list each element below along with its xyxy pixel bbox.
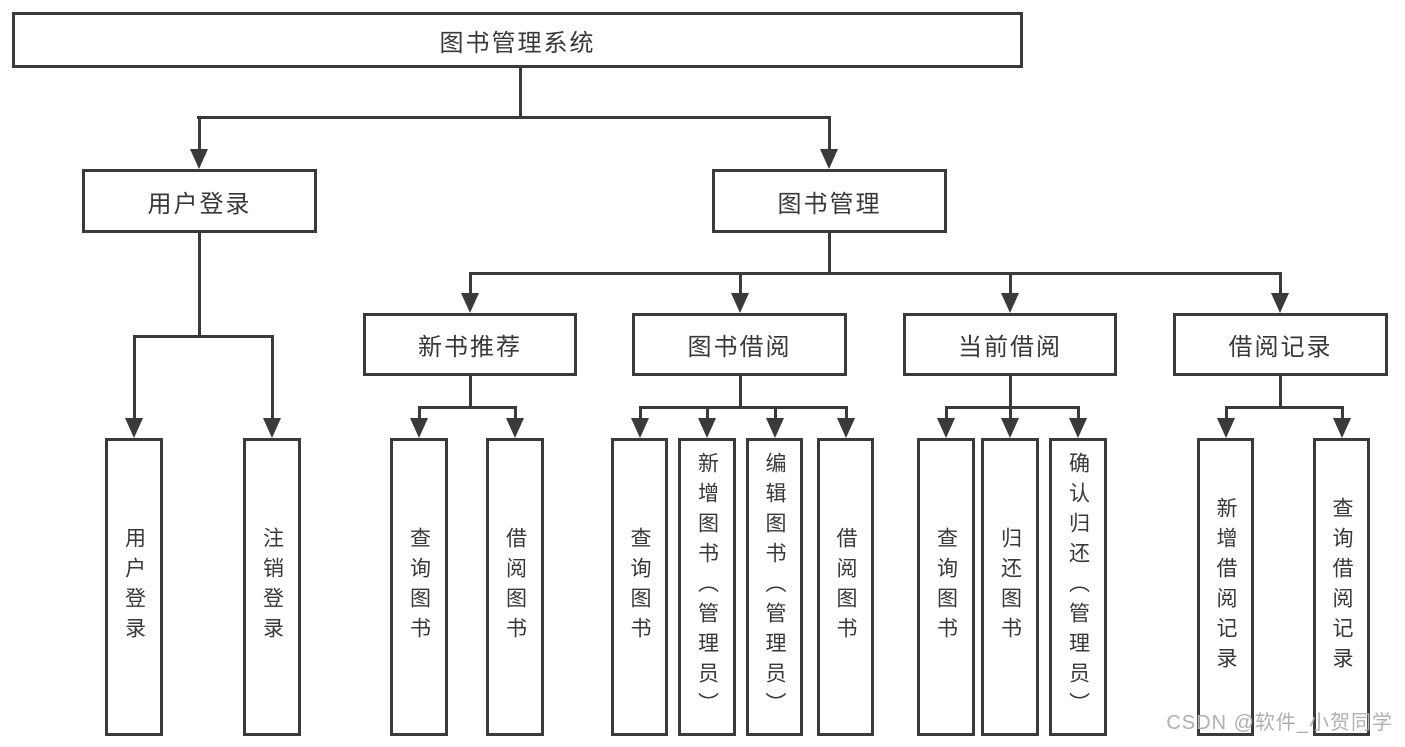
node-book-management: 图书管理 xyxy=(712,169,947,233)
connector-line xyxy=(132,335,136,420)
arrowhead-icon xyxy=(837,418,855,438)
leaf-add-book-admin: 新增图书（管理员） xyxy=(678,438,736,736)
node-user-login-label: 用户登录 xyxy=(147,190,252,218)
node-new-book-recommend-label: 新书推荐 xyxy=(418,334,522,361)
arrowhead-icon xyxy=(766,418,784,438)
leaf-user-login-label: 用户登录 xyxy=(122,527,146,647)
node-borrowing-records: 借阅记录 xyxy=(1173,313,1388,376)
arrowhead-icon xyxy=(731,293,749,313)
leaf-query-borrow-record: 查询借阅记录 xyxy=(1313,438,1370,736)
node-root: 图书管理系统 xyxy=(12,12,1023,68)
connector-line xyxy=(197,116,201,152)
connector-line xyxy=(705,406,709,420)
leaf-logout-label: 注销登录 xyxy=(260,527,284,647)
node-borrowing-records-label: 借阅记录 xyxy=(1228,334,1333,361)
connector-line xyxy=(468,272,1282,275)
connector-line xyxy=(1224,406,1344,409)
arrowhead-icon xyxy=(461,293,479,313)
arrowhead-icon xyxy=(1271,293,1289,313)
connector-line xyxy=(827,233,831,275)
leaf-query-books-recommend-label: 查询图书 xyxy=(407,527,431,647)
connector-line xyxy=(738,376,742,409)
node-new-book-recommend: 新书推荐 xyxy=(363,313,577,376)
arrowhead-icon xyxy=(631,418,649,438)
connector-line xyxy=(468,272,472,296)
node-book-management-label: 图书管理 xyxy=(777,190,882,218)
leaf-edit-book-admin: 编辑图书（管理员） xyxy=(746,438,803,736)
arrowhead-icon xyxy=(410,418,428,438)
connector-line xyxy=(773,406,777,420)
connector-line xyxy=(417,406,421,420)
node-user-login: 用户登录 xyxy=(82,169,317,233)
connector-line xyxy=(1340,406,1344,420)
connector-line xyxy=(1278,376,1282,409)
connector-line xyxy=(417,406,517,409)
leaf-add-book-admin-label: 新增图书（管理员） xyxy=(695,452,719,722)
arrowhead-icon xyxy=(698,418,716,438)
arrowhead-icon xyxy=(1069,418,1087,438)
connector-line xyxy=(738,272,742,296)
connector-line xyxy=(1224,406,1228,420)
arrowhead-icon xyxy=(937,418,955,438)
leaf-add-borrow-record-label: 新增借阅记录 xyxy=(1214,497,1238,677)
node-root-label: 图书管理系统 xyxy=(439,29,596,57)
leaf-confirm-return-admin: 确认归还（管理员） xyxy=(1049,438,1107,736)
leaf-borrow-books-borrowing-label: 借阅图书 xyxy=(834,527,858,647)
connector-line xyxy=(844,406,848,420)
leaf-logout: 注销登录 xyxy=(243,438,301,736)
leaf-borrow-books-recommend-label: 借阅图书 xyxy=(503,527,527,647)
arrowhead-icon xyxy=(125,418,143,438)
leaf-query-books-borrowing: 查询图书 xyxy=(611,438,668,736)
arrowhead-icon xyxy=(1333,418,1351,438)
watermark: CSDN @软件_小贺同学 xyxy=(1166,712,1393,734)
leaf-add-borrow-record: 新增借阅记录 xyxy=(1197,438,1254,736)
connector-line xyxy=(197,116,831,119)
connector-line xyxy=(1008,272,1012,296)
arrowhead-icon xyxy=(1001,293,1019,313)
leaf-confirm-return-admin-label: 确认归还（管理员） xyxy=(1066,452,1090,722)
leaf-query-books-borrowing-label: 查询图书 xyxy=(628,527,652,647)
node-book-borrowing-label: 图书借阅 xyxy=(687,334,792,361)
leaf-return-book-label: 归还图书 xyxy=(998,527,1022,647)
leaf-borrow-books-recommend: 借阅图书 xyxy=(486,438,544,736)
leaf-query-borrow-record-label: 查询借阅记录 xyxy=(1330,497,1354,677)
connector-line xyxy=(468,376,472,409)
connector-line xyxy=(638,406,642,420)
connector-line xyxy=(519,68,522,119)
connector-line xyxy=(944,406,948,420)
arrowhead-icon xyxy=(263,418,281,438)
node-book-borrowing: 图书借阅 xyxy=(632,313,847,376)
leaf-user-login: 用户登录 xyxy=(105,438,163,736)
leaf-edit-book-admin-label: 编辑图书（管理员） xyxy=(763,452,787,722)
connector-line xyxy=(132,335,274,338)
connector-line xyxy=(1278,272,1282,296)
leaf-query-books-current-label: 查询图书 xyxy=(934,527,958,647)
connector-line xyxy=(270,335,274,420)
arrowhead-icon xyxy=(506,418,524,438)
connector-line xyxy=(1008,406,1012,420)
arrowhead-icon xyxy=(190,149,208,169)
connector-line xyxy=(638,406,848,409)
connector-line xyxy=(197,233,201,338)
connector-line xyxy=(513,406,517,420)
connector-line xyxy=(944,406,1080,409)
arrowhead-icon xyxy=(1217,418,1235,438)
connector-line xyxy=(827,116,831,152)
leaf-query-books-current: 查询图书 xyxy=(917,438,975,736)
arrowhead-icon xyxy=(820,149,838,169)
connector-line xyxy=(1008,376,1012,409)
leaf-borrow-books-borrowing: 借阅图书 xyxy=(817,438,874,736)
leaf-query-books-recommend: 查询图书 xyxy=(390,438,448,736)
arrowhead-icon xyxy=(1001,418,1019,438)
node-current-borrowing: 当前借阅 xyxy=(903,313,1117,376)
node-current-borrowing-label: 当前借阅 xyxy=(958,334,1062,361)
connector-line xyxy=(1076,406,1080,420)
leaf-return-book: 归还图书 xyxy=(981,438,1039,736)
